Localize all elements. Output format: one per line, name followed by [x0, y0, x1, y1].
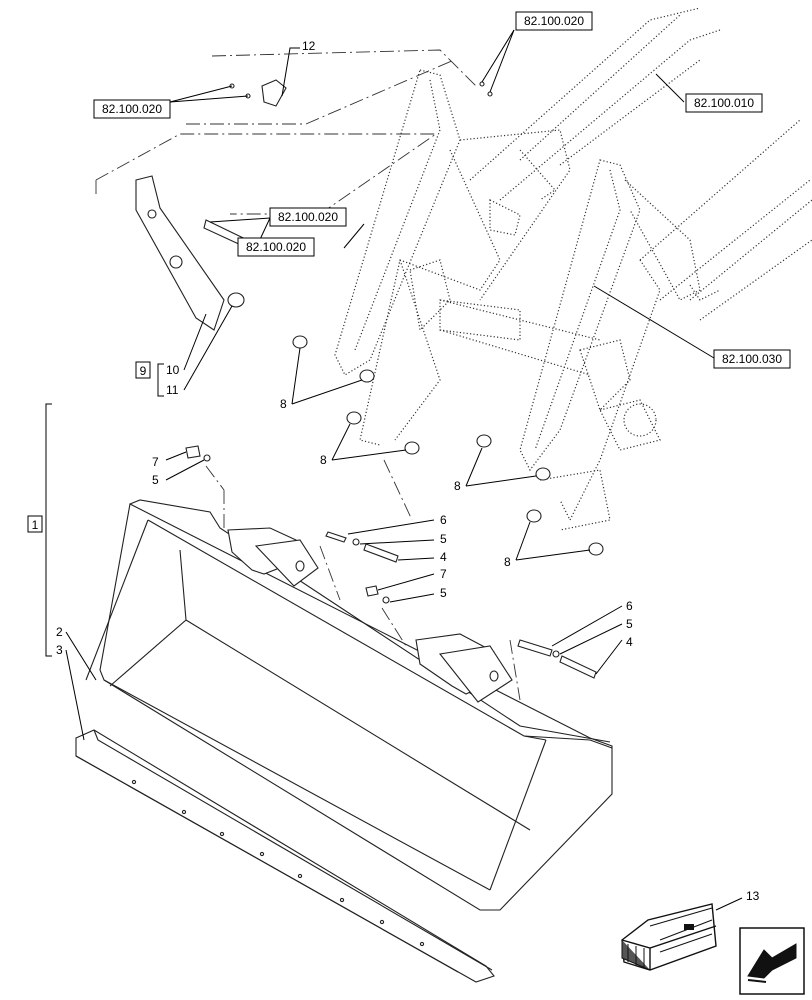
callout-4a: 4	[440, 550, 447, 564]
orientation-arrow-icon[interactable]	[739, 927, 805, 995]
hardware	[185, 445, 597, 679]
svg-text:82.100.020: 82.100.020	[524, 14, 584, 28]
callout-13: 13	[746, 889, 760, 903]
svg-text:82.100.020: 82.100.020	[278, 210, 338, 224]
callout-8d: 8	[504, 555, 511, 569]
callout-6b: 6	[626, 599, 633, 613]
callout-3: 3	[56, 643, 63, 657]
svg-text:82.100.010: 82.100.010	[694, 96, 754, 110]
callout-10: 10	[166, 363, 180, 377]
cutting-edge	[75, 729, 495, 983]
callout-7a: 7	[152, 455, 159, 469]
pin-parts	[292, 335, 604, 556]
callout-labels: 12 9 10 11 1 2 3 7 5 6 5 4 7 5 6 5 4 8 8…	[27, 39, 760, 903]
callout-12: 12	[302, 39, 316, 53]
bracket-12	[186, 49, 493, 125]
leader-lines	[45, 29, 743, 911]
svg-text:82.100.020: 82.100.020	[102, 102, 162, 116]
ref-82-100-020-left[interactable]: 82.100.020	[93, 99, 171, 119]
callout-8b: 8	[320, 453, 327, 467]
callout-9: 9	[140, 364, 147, 378]
callout-8a: 8	[280, 397, 287, 411]
bucket	[85, 459, 613, 911]
svg-text:82.100.030: 82.100.030	[722, 352, 782, 366]
callout-5c: 5	[440, 586, 447, 600]
callout-5d: 5	[626, 617, 633, 631]
callout-9-box	[135, 361, 151, 379]
callout-11: 11	[166, 383, 179, 397]
mounting-plate	[95, 133, 438, 331]
callout-5a: 5	[152, 473, 159, 487]
shipping-crate-icon	[621, 903, 717, 971]
callout-7b: 7	[440, 567, 447, 581]
ref-82-100-020-lower[interactable]: 82.100.020	[237, 237, 315, 257]
ref-82-100-030[interactable]: 82.100.030	[713, 349, 791, 369]
callout-2: 2	[56, 625, 63, 639]
callout-5b: 5	[440, 532, 447, 546]
callout-8c: 8	[454, 479, 461, 493]
callout-4b: 4	[626, 635, 633, 649]
ref-82-100-020-middle[interactable]: 82.100.020	[269, 207, 347, 227]
callout-6a: 6	[440, 513, 447, 527]
loader-arm-assembly	[334, 7, 812, 531]
ref-82-100-010[interactable]: 82.100.010	[685, 93, 763, 113]
svg-text:82.100.020: 82.100.020	[246, 240, 306, 254]
ref-82-100-020-top[interactable]: 82.100.020	[515, 11, 593, 31]
callout-1-box	[27, 515, 43, 533]
callout-1: 1	[32, 518, 39, 532]
